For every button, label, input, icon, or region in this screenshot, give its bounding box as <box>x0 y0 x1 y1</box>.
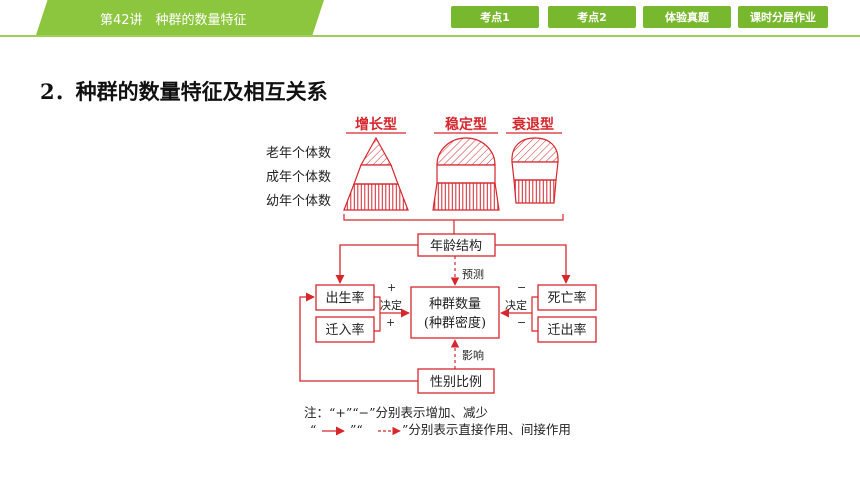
nav-homework-button[interactable]: 课时分层作业 <box>738 6 828 28</box>
pyramid-stable <box>432 137 500 211</box>
nav-kaodian-1-button[interactable]: 考点1 <box>451 6 539 28</box>
label-influence: 影响 <box>462 349 484 362</box>
node-birth-rate <box>315 284 375 311</box>
pyramid-bracket <box>343 214 564 221</box>
note-line-1: 注：“+”“−”分别表示增加、减少 <box>304 405 488 420</box>
label-minus-top: − <box>517 281 526 294</box>
note-quote-open: “ <box>310 422 316 437</box>
nav-kaodian-2-button[interactable]: 考点2 <box>548 6 636 28</box>
node-emigration-rate <box>537 316 597 343</box>
age-label-old: 老年个体数 <box>266 146 331 161</box>
node-population-size-label: 种群数量 <box>429 297 481 312</box>
node-birth-rate-label: 出生率 <box>325 290 364 306</box>
type-label-declining: 衰退型 <box>511 116 554 133</box>
header-divider <box>0 35 860 37</box>
node-population-size <box>410 286 500 339</box>
lesson-title: 第42讲 种群的数量特征 <box>100 13 247 28</box>
node-emigration-rate-label: 迁出率 <box>547 322 586 338</box>
node-death-rate-label: 死亡率 <box>547 290 586 306</box>
nav-real-exam-button[interactable]: 体验真题 <box>643 6 731 28</box>
note-line-2: ”分别表示直接作用、间接作用 <box>402 422 571 437</box>
label-minus-bottom: − <box>517 316 526 329</box>
section-heading: 2．种群的数量特征及相互关系 <box>40 79 328 104</box>
arrow-age-to-death <box>495 244 571 284</box>
label-decide-left: 决定 <box>380 298 402 312</box>
note-quote-mid: ”“ <box>350 422 363 437</box>
arrow-age-to-birth <box>335 244 418 284</box>
bracket-left <box>374 296 381 332</box>
node-population-density-label: (种群密度) <box>424 315 486 331</box>
node-immigration-rate <box>315 316 375 343</box>
label-plus-bottom: + <box>386 316 395 329</box>
type-label-growing: 增长型 <box>355 116 397 133</box>
bracket-right <box>531 296 538 332</box>
label-decide-right: 决定 <box>505 298 527 312</box>
pyramid-growing <box>343 136 409 211</box>
age-label-young: 幼年个体数 <box>266 194 331 209</box>
node-sex-ratio <box>417 368 495 394</box>
node-immigration-rate-label: 迁入率 <box>325 322 364 338</box>
arrow-sex-to-birth <box>299 292 418 382</box>
age-label-adult: 成年个体数 <box>266 170 331 185</box>
label-predict: 预测 <box>462 268 484 281</box>
pyramid-declining <box>511 137 559 204</box>
node-sex-ratio-label: 性别比例 <box>430 375 482 390</box>
node-age-structure-label: 年龄结构 <box>430 239 482 254</box>
type-label-stable: 稳定型 <box>445 116 487 133</box>
top-navigation-bar: 第42讲 种群的数量特征 考点1 考点2 体验真题 课时分层作业 <box>0 0 860 37</box>
lesson-title-tab <box>36 0 324 35</box>
label-plus-top: + <box>387 281 396 294</box>
